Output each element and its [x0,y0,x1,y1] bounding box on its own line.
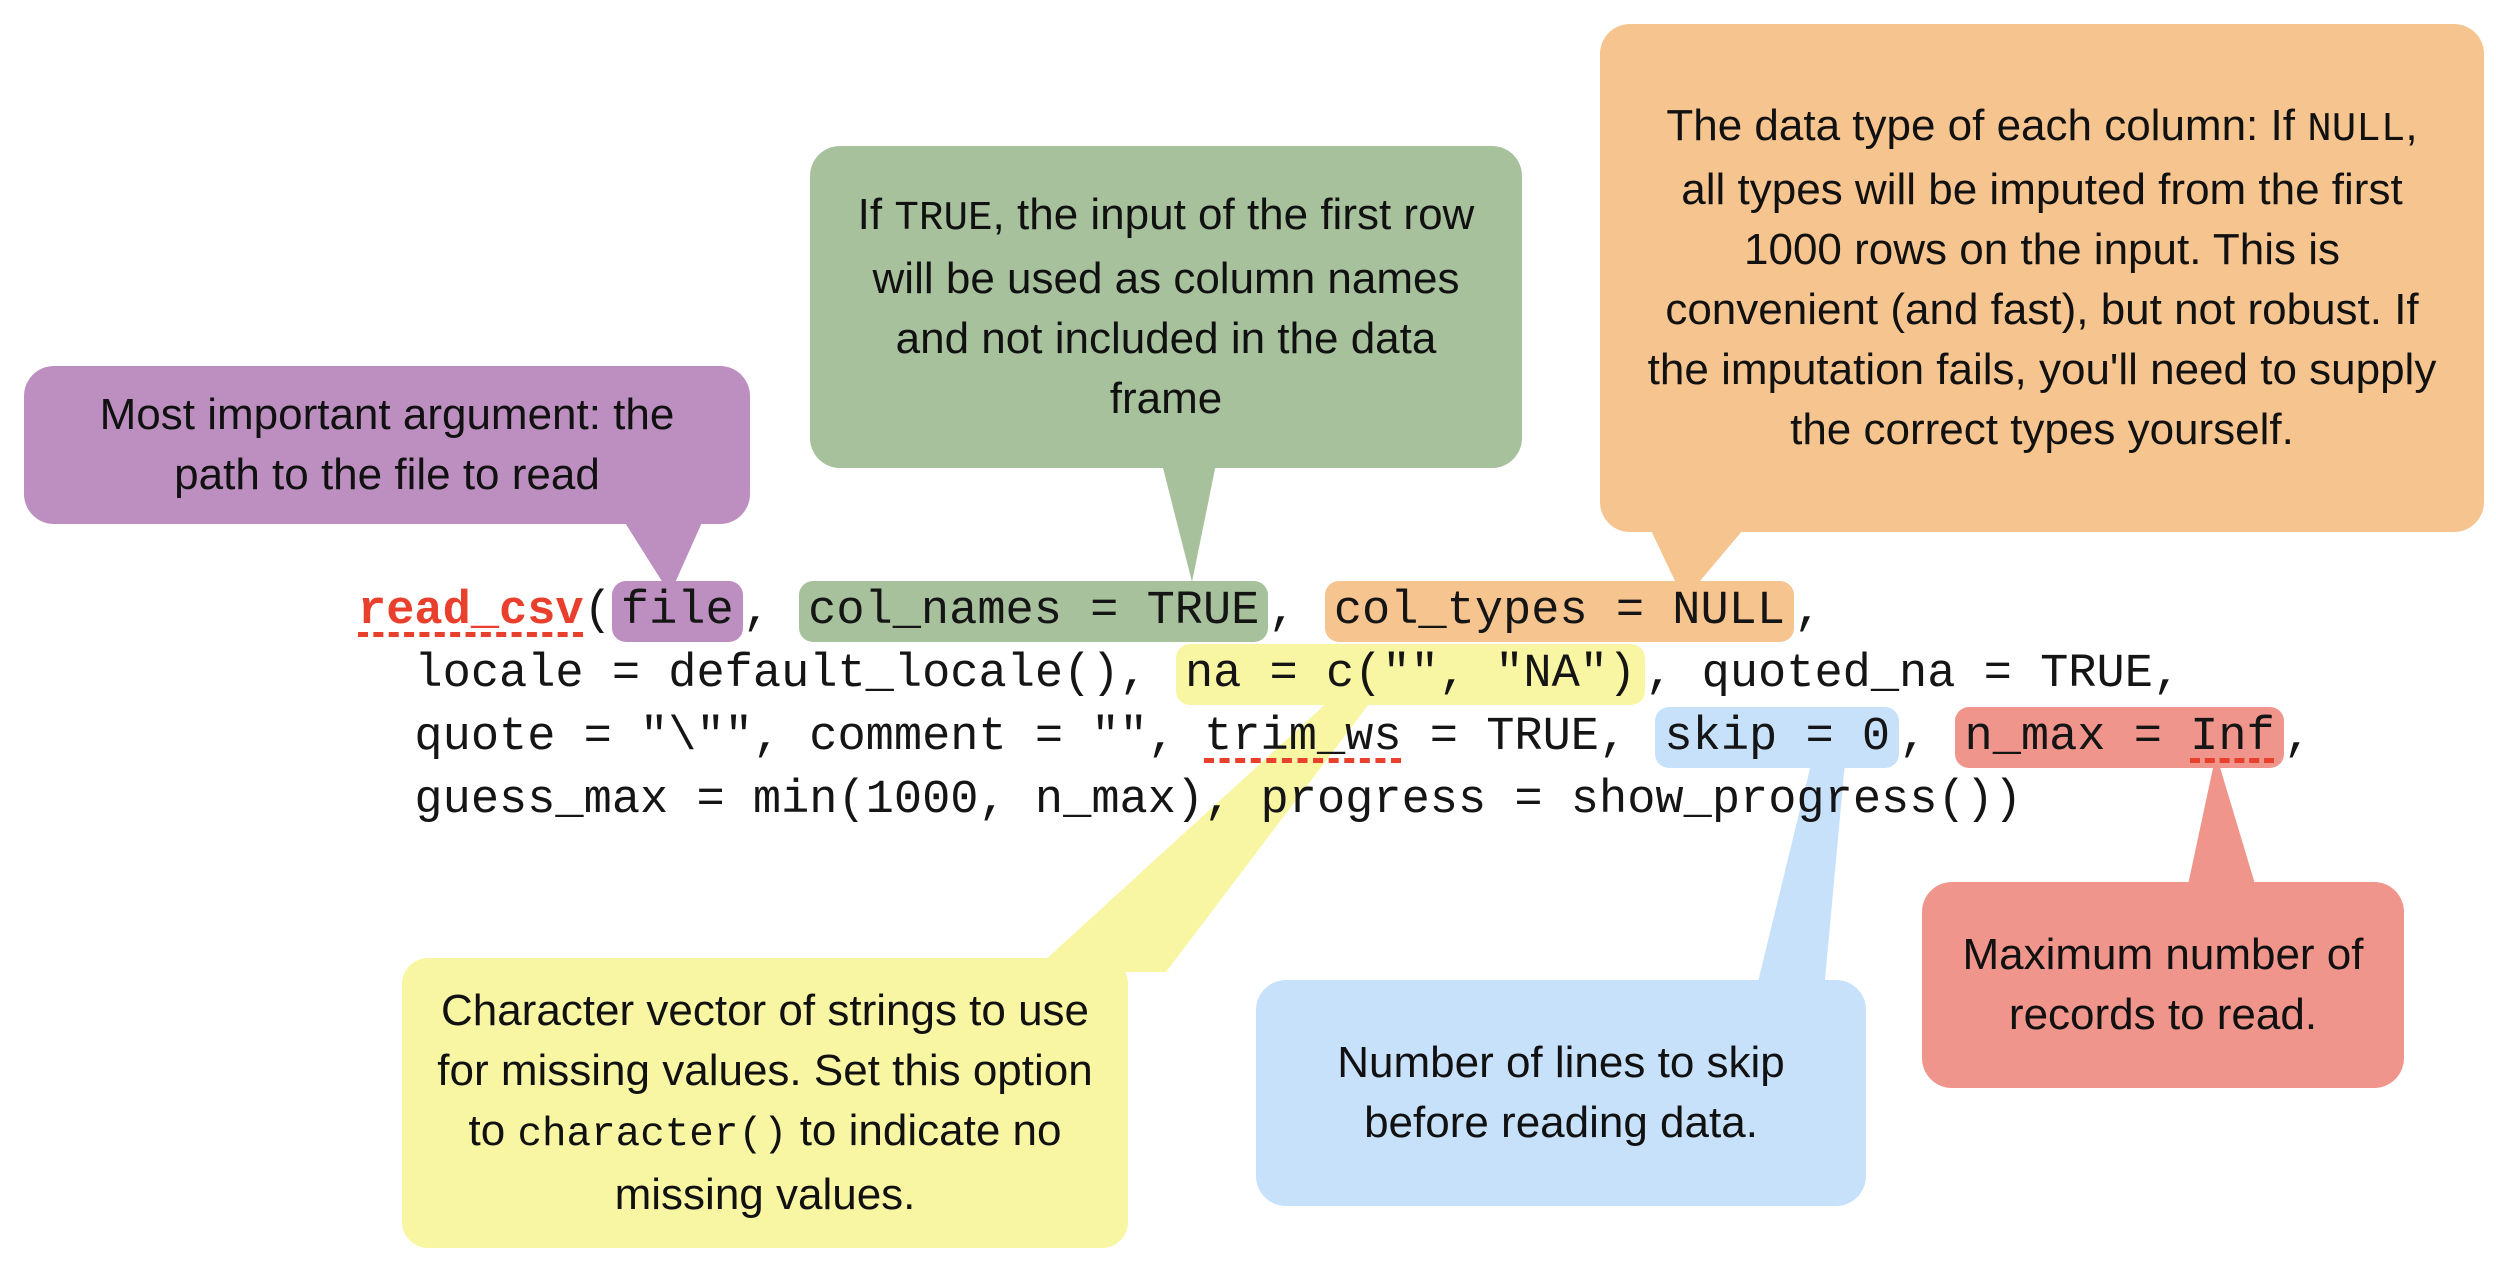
callout-col-types-text: The data type of each column: If NULL, a… [1600,96,2484,460]
code-line-4: guess_max = min(1000, n_max), progress =… [358,769,2312,832]
callout-col-names: If TRUE, the input of the first row will… [810,146,1522,468]
code-separator: , [2283,711,2312,764]
function-name: read_csv [358,585,584,638]
code-line-3: quote = "\"", comment = "", trim_ws = TR… [358,706,2312,769]
callout-n-max-tail [2186,754,2258,894]
inline-code: TRUE [894,196,993,242]
code-arg-col-names-highlight: col_names = TRUE [799,581,1269,642]
code-text: , quoted_na = TRUE, [1645,648,2182,701]
inline-code: NULL [2307,107,2406,153]
code-inf-value: Inf [2190,711,2275,764]
code-line-2: locale = default_locale(), na = c("", "N… [358,643,2312,706]
callout-col-types: The data type of each column: If NULL, a… [1600,24,2484,532]
callout-file: Most important argument: the path to the… [24,366,750,524]
callout-skip-tail [1756,752,1846,990]
code-arg-n-max-highlight: n_max = Inf [1955,707,2284,768]
inline-code: character() [517,1112,788,1158]
code-arg-col-types-highlight: col_types = NULL [1324,581,1795,642]
callout-n-max: Maximum number of records to read. [1922,882,2404,1088]
code-text: n_max = [1964,711,2191,764]
callout-file-text: Most important argument: the path to the… [99,390,675,499]
code-trim-ws: trim_ws [1204,711,1402,764]
callout-text: , all types will be imputed from the fir… [1647,101,2437,454]
code-line-1: read_csv(file, col_names = TRUE, col_typ… [358,580,2312,643]
code-text: = TRUE, [1401,711,1656,764]
code-separator: , [742,585,800,638]
callout-col-names-tail [1162,464,1216,582]
callout-file-tail [622,518,704,594]
code-separator: , [1268,585,1325,638]
callout-text: Character vector of strings to use for m… [437,986,1093,1155]
callout-text: If [857,190,895,239]
callout-text: The data type of each column: If [1666,101,2308,150]
callout-skip: Number of lines to skip before reading d… [1256,980,1866,1206]
callout-skip-text: Number of lines to skip before reading d… [1337,1038,1785,1147]
callout-n-max-text: Maximum number of records to read. [1962,930,2364,1039]
code-arg-file-highlight: file [611,581,743,642]
callout-col-names-text: If TRUE, the input of the first row will… [810,185,1522,429]
code-separator: , [1899,711,1956,764]
code-arg-na-highlight: na = c("", "NA") [1175,644,1646,705]
callout-text: , the input of the first row will be use… [872,190,1475,423]
callout-na-tail [1032,700,1372,972]
callout-na: Character vector of strings to use for m… [402,958,1128,1248]
code-block: read_csv(file, col_names = TRUE, col_typ… [358,580,2312,832]
code-text: guess_max = min(1000, n_max), progress =… [358,774,2023,827]
code-arg-skip-highlight: skip = 0 [1655,707,1900,768]
callout-na-text: Character vector of strings to use for m… [402,981,1128,1225]
callout-col-types-tail [1648,524,1748,600]
code-separator: , [1794,585,1823,638]
code-text: locale = default_locale(), [358,648,1176,701]
callout-text: to indicate no missing values. [614,1106,1062,1219]
open-paren: ( [583,585,612,638]
code-text: quote = "\"", comment = "", [358,711,1205,764]
